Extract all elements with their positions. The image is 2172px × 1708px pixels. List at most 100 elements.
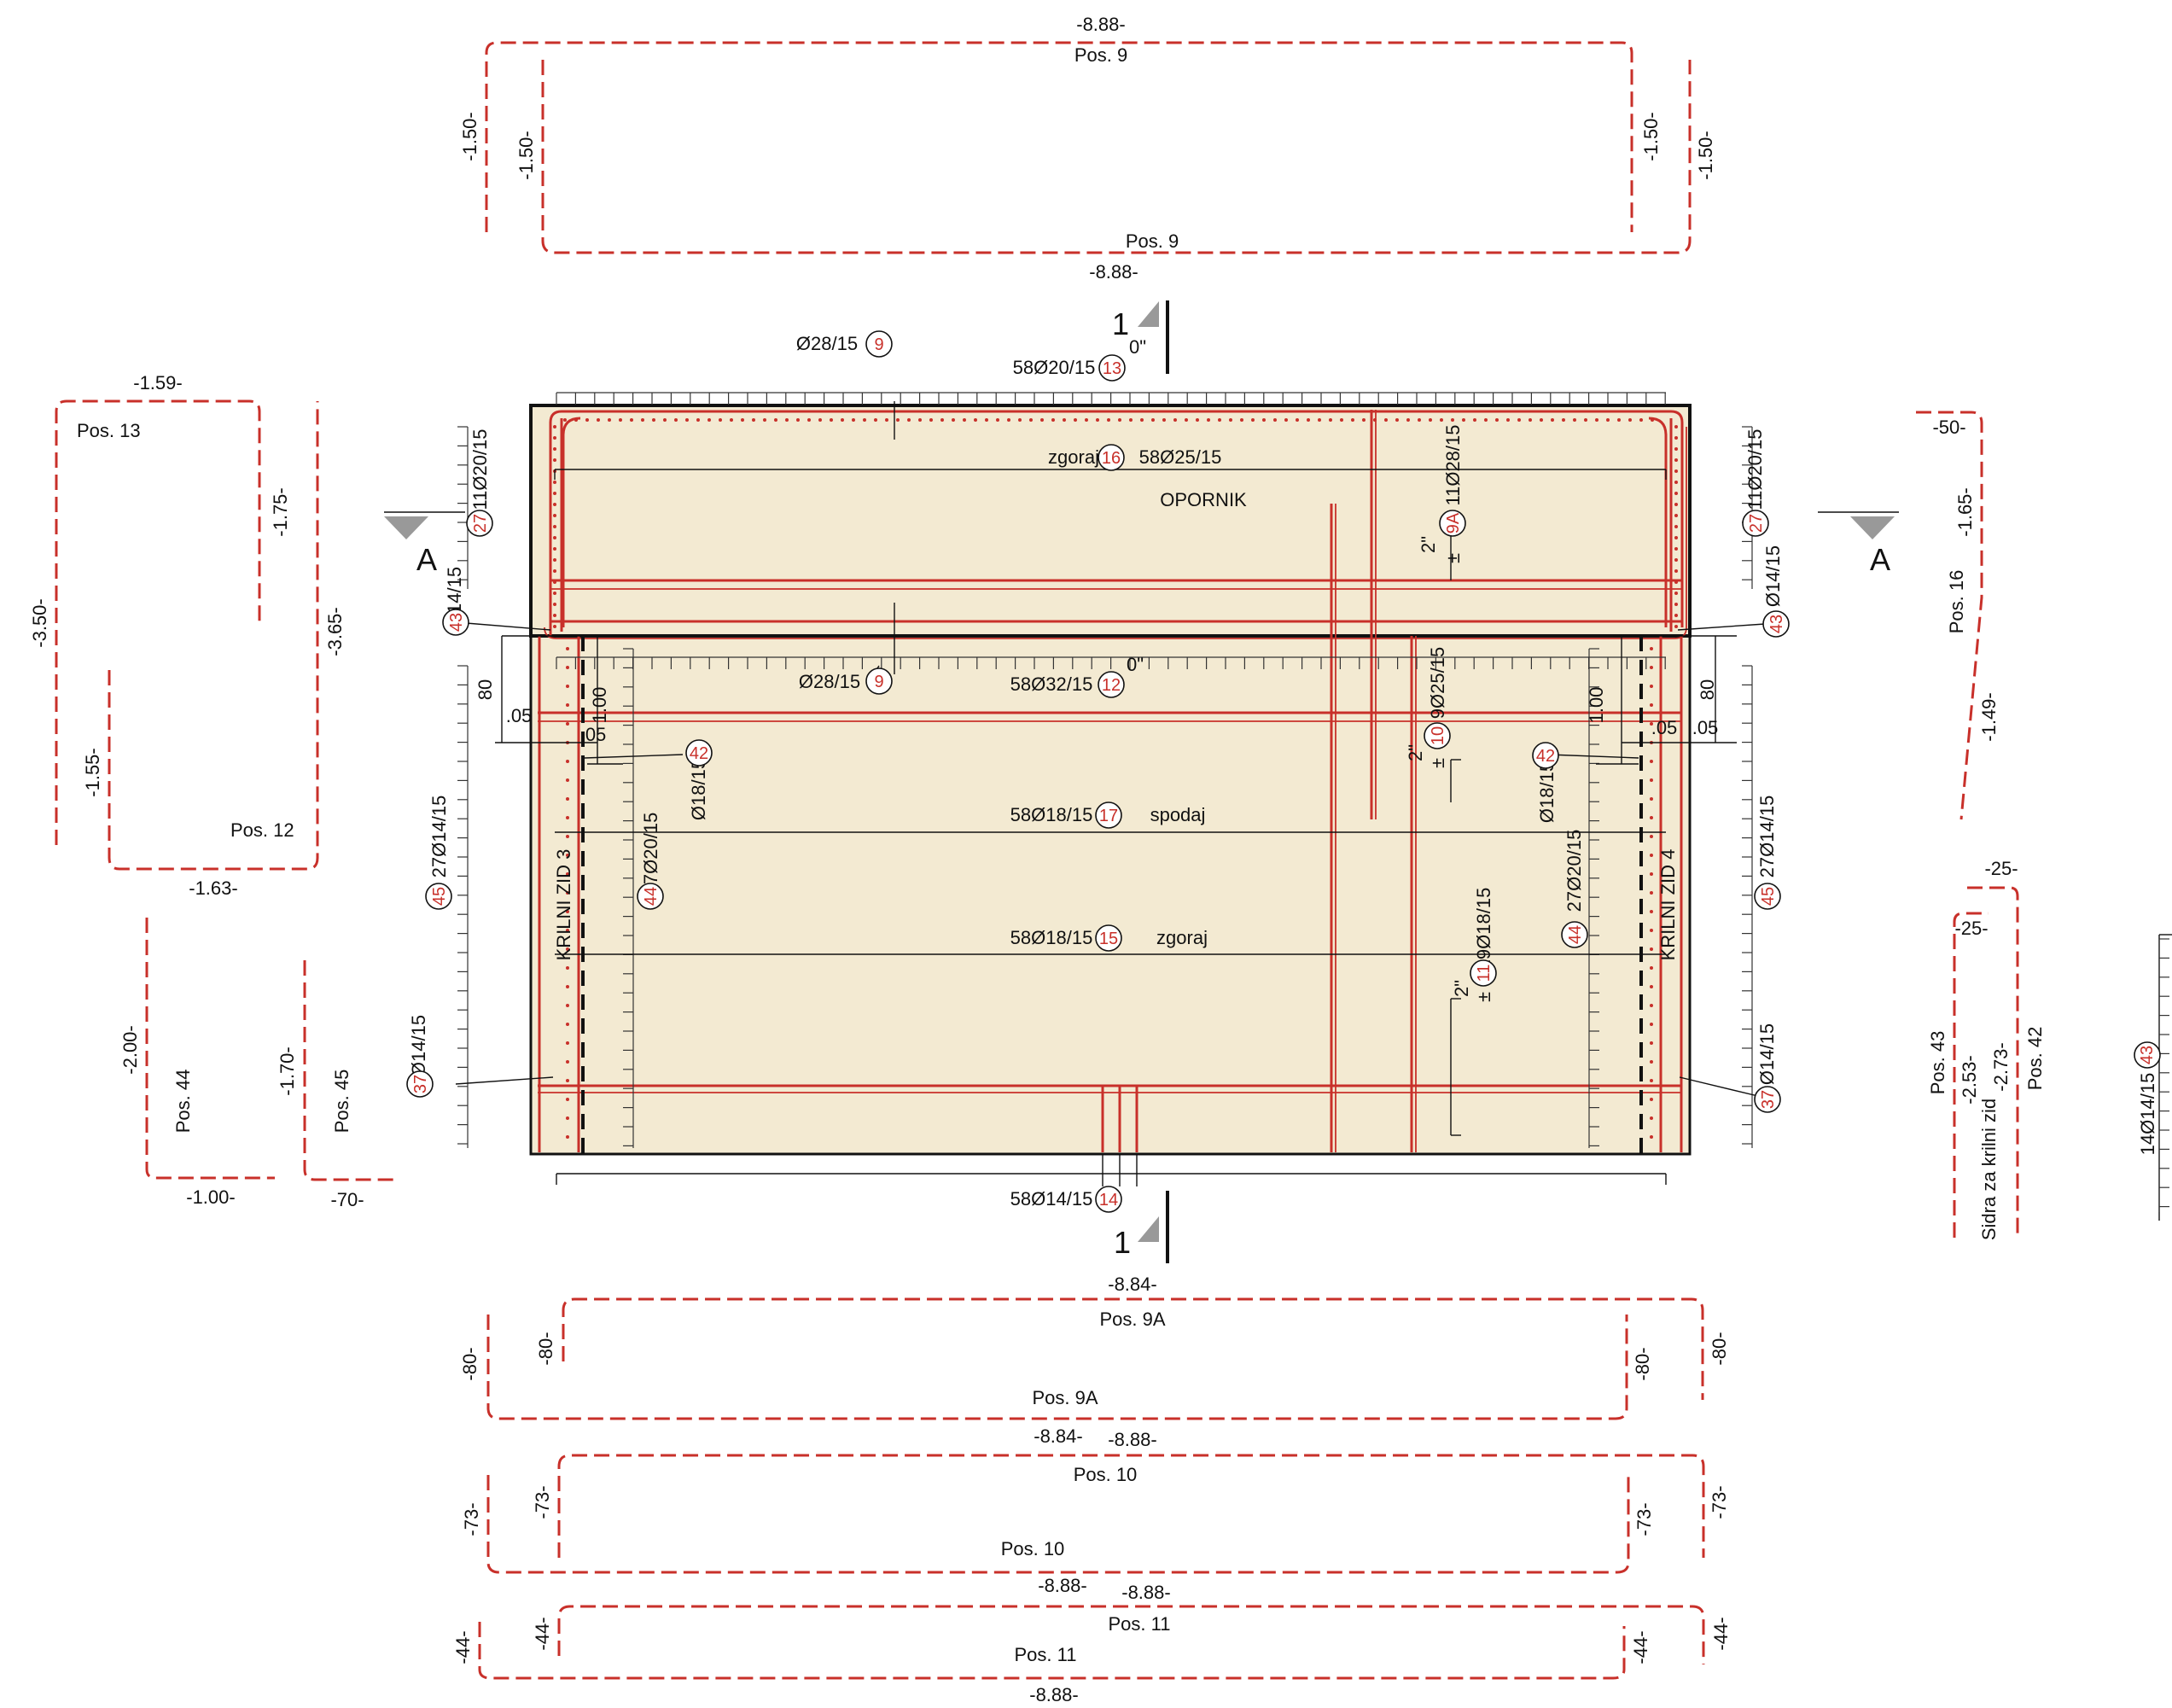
label-44-left: 27Ø20/15 bbox=[640, 813, 661, 895]
pos13-name: Pos. 13 bbox=[77, 420, 141, 441]
concrete-slab bbox=[529, 404, 1692, 1156]
pos9a-leg-2: -80- bbox=[535, 1332, 556, 1365]
svg-text:45: 45 bbox=[430, 887, 449, 906]
rebar-dot bbox=[1229, 418, 1232, 422]
rebar-dot bbox=[553, 580, 556, 584]
rebar-dot bbox=[1650, 797, 1653, 801]
pos-mark-44-left: 44 bbox=[637, 883, 664, 910]
rebar-dot bbox=[1650, 1023, 1653, 1026]
rebar-dot bbox=[1562, 418, 1565, 422]
pos16-c: -1.49- bbox=[1978, 692, 2000, 741]
rebar-dot bbox=[1674, 492, 1678, 495]
label-9a-pm: ± bbox=[1442, 553, 1464, 563]
rebar-dot bbox=[796, 418, 800, 422]
svg-text:10: 10 bbox=[1429, 726, 1447, 745]
rebar-dot bbox=[563, 418, 567, 422]
dim-080-right: 80 bbox=[1697, 679, 1718, 700]
pos-mark-42-right: 42 bbox=[1532, 742, 1559, 769]
svg-text:9: 9 bbox=[874, 335, 883, 354]
pos13-leg-a: -1.75- bbox=[270, 487, 291, 536]
pos9-top-name: Pos. 9 bbox=[1074, 44, 1127, 66]
rebar-dot bbox=[940, 418, 944, 422]
svg-text:15: 15 bbox=[1099, 930, 1118, 948]
rebar-dot bbox=[553, 425, 556, 428]
rebar-dot bbox=[1540, 418, 1543, 422]
rebar-dot bbox=[1262, 418, 1266, 422]
rebar-dot bbox=[663, 418, 667, 422]
pos9-bottom-length: -8.88- bbox=[1089, 261, 1138, 283]
rebar-dot bbox=[566, 872, 569, 876]
rebar-dot bbox=[1650, 666, 1653, 669]
rebar-dot bbox=[818, 418, 822, 422]
rebar-dot bbox=[1650, 854, 1653, 857]
pos9a-bottom-name: Pos. 9A bbox=[1032, 1387, 1098, 1408]
pos12-leg-b: -1.55- bbox=[82, 748, 103, 796]
rebar-dot bbox=[1650, 685, 1653, 688]
rebar-dot bbox=[752, 418, 755, 422]
rebar-dot bbox=[566, 835, 569, 838]
pos11-bottom-name: Pos. 11 bbox=[1015, 1644, 1077, 1665]
rebar-dot bbox=[1650, 1098, 1653, 1101]
pos-mark-9a: 9A bbox=[1439, 510, 1466, 537]
svg-text:14: 14 bbox=[1099, 1191, 1118, 1210]
schedule-pos42: -25- -2.73- Pos. 42 bbox=[1967, 858, 2046, 1238]
rebar-dot bbox=[1051, 418, 1055, 422]
label-15-zgoraj: zgoraj bbox=[1156, 927, 1208, 948]
rebar-dot bbox=[929, 418, 933, 422]
svg-text:12: 12 bbox=[1102, 676, 1121, 695]
pos9-leg-4: -1.50- bbox=[1695, 131, 1716, 179]
pos-mark-15: 15 bbox=[1095, 924, 1122, 952]
rebar-dot bbox=[1340, 418, 1343, 422]
rebar-dot bbox=[566, 816, 569, 819]
rebar-dot bbox=[566, 891, 569, 895]
section-marker-a-left: A bbox=[384, 511, 465, 577]
rebar-dot bbox=[1284, 418, 1288, 422]
svg-text:45: 45 bbox=[1759, 887, 1778, 906]
pos-mark-43-right: 43 bbox=[1762, 610, 1790, 638]
pos9-leg-3: -1.50- bbox=[1640, 112, 1662, 160]
section-a-right-label: A bbox=[1870, 542, 1890, 577]
rebar-dot bbox=[1096, 418, 1099, 422]
rebar-dot bbox=[1650, 1135, 1653, 1139]
pos10-leg-4: -73- bbox=[1709, 1485, 1730, 1519]
rebar-dot bbox=[1650, 1004, 1653, 1007]
pos-marks: 9 13 16 27 27 9A 43 43 9 12 10 42 42 17 … bbox=[406, 330, 1790, 1213]
schedule-pos45: -1.70- Pos. 45 -70- bbox=[277, 960, 394, 1210]
rebar-dot bbox=[630, 418, 633, 422]
opornik-label: OPORNIK bbox=[1160, 489, 1247, 510]
rebar-dot bbox=[952, 418, 955, 422]
label-43-right: Ø14/15 bbox=[1762, 545, 1784, 607]
rebar-dot bbox=[1484, 418, 1488, 422]
label-42-left: Ø18/15 bbox=[688, 759, 709, 820]
rebar-dot bbox=[974, 418, 977, 422]
rebar-dot bbox=[553, 447, 556, 451]
label-12: 58Ø32/15 bbox=[1010, 673, 1093, 695]
pos16-name: Pos. 16 bbox=[1946, 570, 1967, 634]
pos9a-top-length: -8.84- bbox=[1108, 1274, 1156, 1295]
rebar-dot bbox=[1584, 418, 1587, 422]
rebar-dot bbox=[1674, 614, 1678, 617]
rebar-dot bbox=[1650, 966, 1653, 970]
rebar-dot bbox=[852, 418, 855, 422]
rebar-dot bbox=[1650, 1060, 1653, 1064]
rebar-dot bbox=[553, 547, 556, 551]
rebar-dot bbox=[1650, 816, 1653, 819]
rebar-dot bbox=[566, 760, 569, 763]
rebar-dot bbox=[566, 1135, 569, 1139]
svg-text:16: 16 bbox=[1102, 449, 1121, 468]
rebar-dot bbox=[566, 1116, 569, 1120]
label-27-left: 11Ø20/15 bbox=[469, 428, 491, 510]
rebar-dot bbox=[1018, 418, 1022, 422]
label-9-mid: Ø28/15 bbox=[799, 671, 860, 692]
pos12-leg-a: -3.65- bbox=[324, 607, 346, 656]
pos11-leg-2: -44- bbox=[532, 1617, 553, 1650]
rebar-dot bbox=[585, 418, 589, 422]
rebar-dot bbox=[553, 525, 556, 528]
rebar-dot bbox=[553, 536, 556, 539]
svg-text:43: 43 bbox=[1767, 615, 1786, 633]
rebar-dot bbox=[1495, 418, 1499, 422]
rebar-dot bbox=[1674, 481, 1678, 484]
schedule-pos16: -50- -1.65- Pos. 16 -1.49- bbox=[1916, 411, 2000, 820]
rebar-dot bbox=[1674, 514, 1678, 517]
label-13-superscript: 0" bbox=[1129, 336, 1146, 358]
